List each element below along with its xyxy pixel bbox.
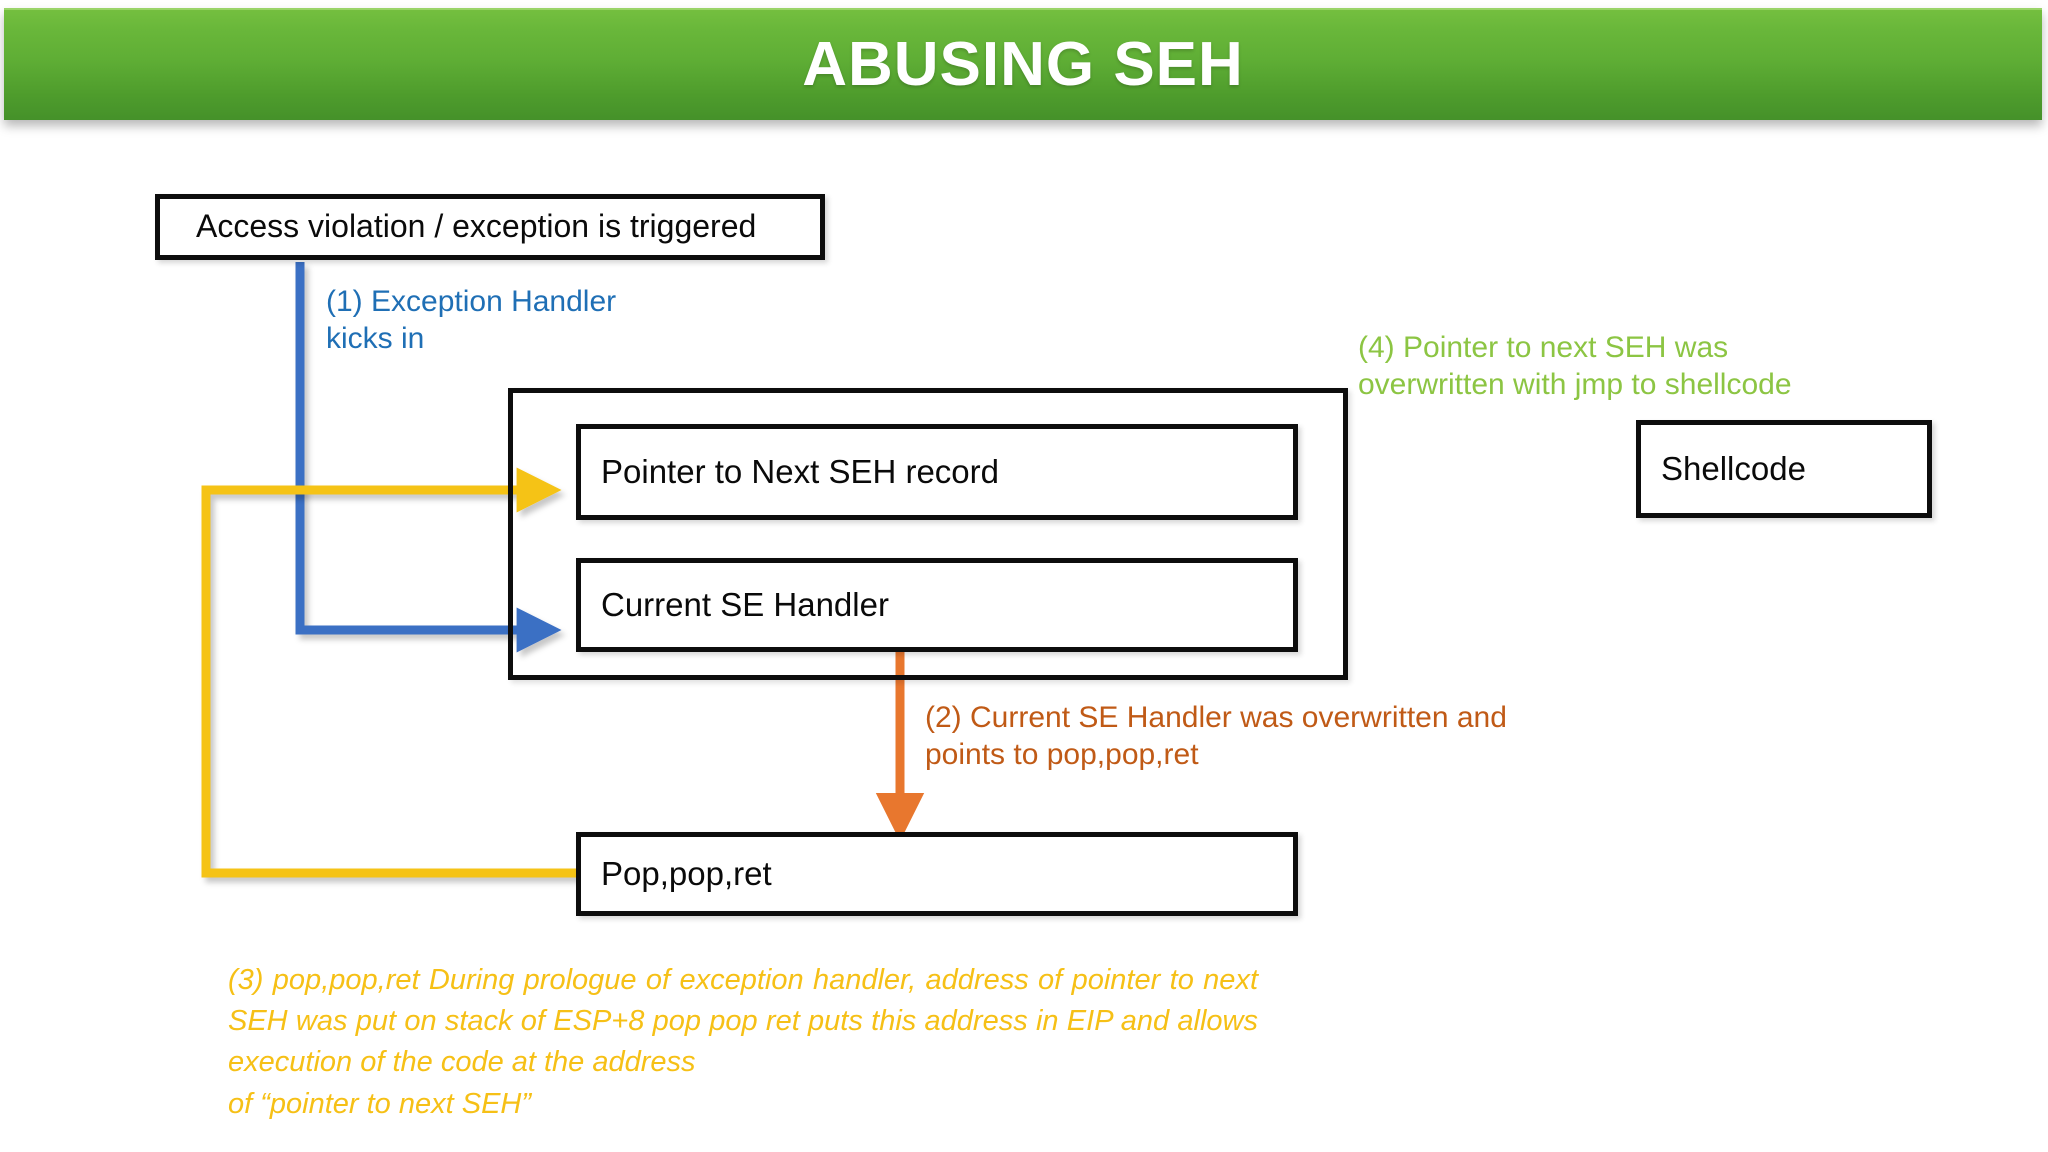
- annotation-step-3-last-line: of “pointer to next SEH”: [228, 1087, 532, 1120]
- node-shellcode-label: Shellcode: [1661, 449, 1806, 487]
- node-shellcode: Shellcode: [1636, 420, 1932, 518]
- slide-title-banner: ABUSING SEH: [4, 8, 2042, 120]
- node-pop-pop-ret-label: Pop,pop,ret: [601, 854, 772, 892]
- node-pop-pop-ret: Pop,pop,ret: [576, 832, 1298, 916]
- node-current-se-handler-label: Current SE Handler: [601, 585, 889, 623]
- node-access-violation: Access violation / exception is triggere…: [155, 194, 825, 260]
- annotation-step-3-body: (3) pop,pop,ret During prologue of excep…: [228, 964, 1258, 1079]
- node-seh-record-container: [508, 388, 1348, 680]
- node-pointer-to-next-seh-record: Pointer to Next SEH record: [576, 424, 1298, 520]
- node-pointer-to-next-seh-record-label: Pointer to Next SEH record: [601, 452, 999, 490]
- page-title: ABUSING SEH: [802, 30, 1244, 99]
- annotation-step-1-exception-handler: (1) Exception Handler kicks in: [326, 285, 617, 355]
- node-access-violation-label: Access violation / exception is triggere…: [196, 208, 757, 245]
- annotation-step-3-pop-pop-ret: (3) pop,pop,ret During prologue of excep…: [228, 960, 1258, 1125]
- annotation-step-2-se-handler-overwritten: (2) Current SE Handler was overwritten a…: [925, 701, 1507, 771]
- arrow-pop-pop-ret-yellow: [201, 467, 576, 878]
- node-current-se-handler: Current SE Handler: [576, 558, 1298, 652]
- arrow-exception-handler-blue: [295, 262, 562, 653]
- annotation-step-4-pointer-overwritten: (4) Pointer to next SEH was overwritten …: [1358, 331, 1792, 401]
